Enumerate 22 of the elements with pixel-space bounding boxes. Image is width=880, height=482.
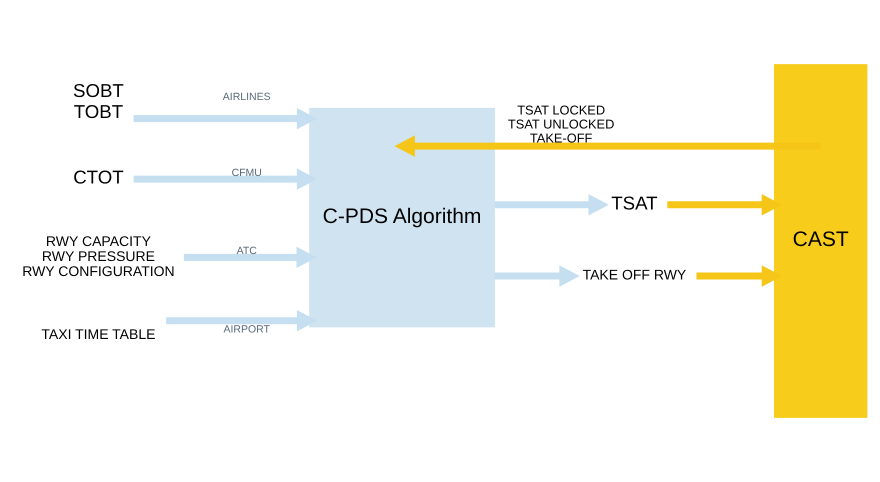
- edge-label: ATC: [236, 245, 257, 258]
- node-text: TAXI TIME TABLE: [41, 326, 156, 342]
- arrow: [134, 108, 318, 130]
- node-text: RWY CAPACITY RWY PRESSURE RWY CONFIGURATION: [22, 232, 175, 280]
- edge-label: AIRLINES: [222, 90, 271, 103]
- edge-label: CFMU: [232, 166, 262, 179]
- arrow: [394, 135, 821, 157]
- arrow: [494, 265, 580, 287]
- node-text: SOBT TOBT: [73, 80, 124, 122]
- arrow: [134, 168, 318, 190]
- node-text: TAKE OFF RWY: [582, 266, 686, 283]
- node-text: CTOT: [73, 166, 124, 188]
- node-text: TSAT: [611, 192, 658, 214]
- arrow: [184, 246, 317, 268]
- node-box: C-PDS Algorithm: [309, 108, 495, 328]
- arrow: [667, 194, 782, 216]
- edge-label: AIRPORT: [223, 323, 270, 336]
- arrow: [166, 310, 318, 332]
- arrow: [494, 194, 609, 216]
- node-box: CAST: [774, 64, 868, 418]
- edge-label: TSAT LOCKED TSAT UNLOCKED TAKE-OFF: [508, 102, 614, 146]
- arrow: [696, 265, 782, 287]
